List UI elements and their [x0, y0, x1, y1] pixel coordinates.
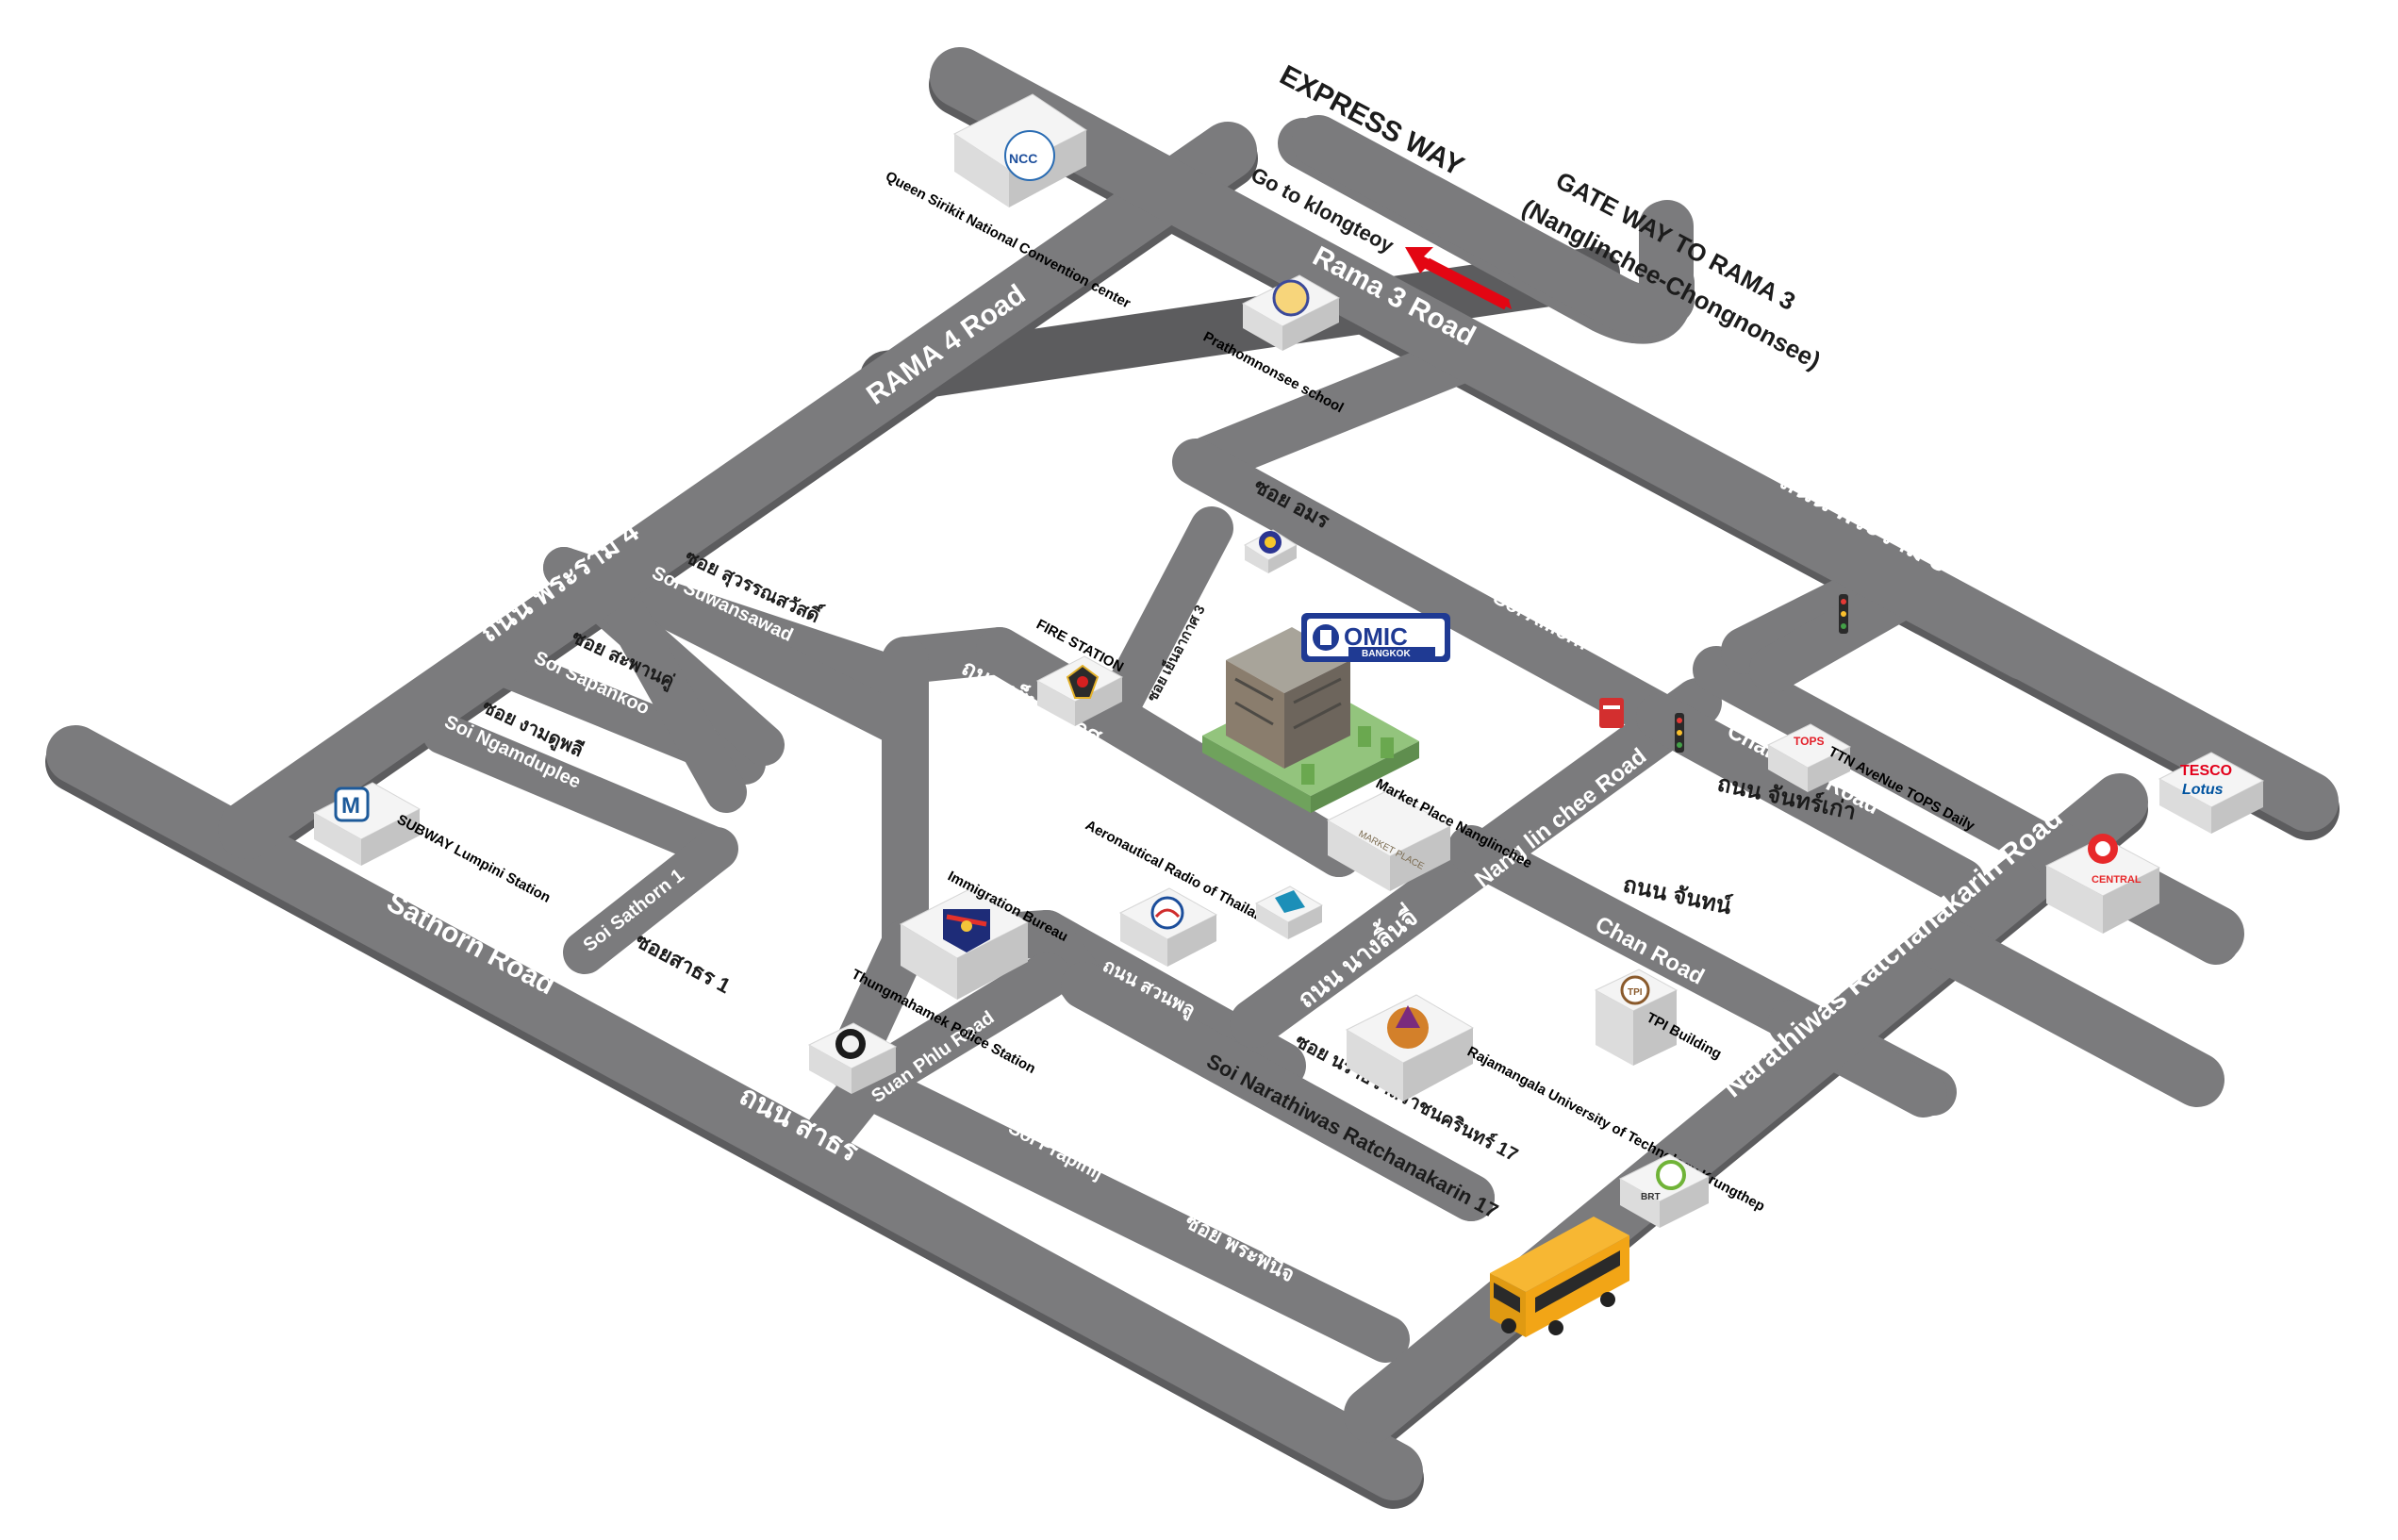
post-box-icon [1599, 698, 1624, 728]
soi-amorn-road [1172, 439, 1683, 740]
omic-subtitle: BANGKOK [1362, 649, 1411, 659]
major-roads [46, 47, 2339, 1500]
soi-nara17-road [1061, 962, 1495, 1221]
omic-logo[interactable]: OMIC BANGKOK [1301, 613, 1450, 662]
brt-landmark[interactable]: BRT [1618, 1153, 1711, 1228]
school-bus-icon [1490, 1217, 1629, 1337]
sathorn1-th-label: ซอยสาธร 1 [632, 928, 735, 998]
chankao-road [1636, 693, 1985, 905]
central-landmark[interactable]: CENTRAL [2044, 834, 2161, 934]
soi-ngamduplee-road [422, 713, 737, 869]
ncc-logo-label: NCC [1009, 151, 1037, 166]
omic-title: OMIC [1344, 622, 1408, 651]
traffic-lights [1599, 594, 1848, 753]
small-landmark [1254, 886, 1324, 939]
traffic-light-icon [1839, 594, 1848, 634]
gateway-road [1292, 115, 1694, 338]
brt-label: BRT [1641, 1192, 1661, 1202]
soi-sathorn1-road [563, 827, 738, 974]
svg-text:M: M [341, 793, 360, 819]
traffic-light-icon [1675, 713, 1684, 753]
subway-label: SUBWAY Lumpini Station [394, 812, 553, 906]
tesco-landmark[interactable]: TESCO Lotus [2158, 752, 2265, 834]
svg-text:TOPS: TOPS [1794, 735, 1824, 748]
svg-text:TPI: TPI [1628, 987, 1643, 998]
rama3-road [930, 47, 2339, 832]
narathiwas-road [1344, 773, 2148, 1443]
tesco-label: TESCO [2180, 763, 2232, 779]
central-label: CENTRAL [2092, 874, 2142, 886]
lotus-label: Lotus [2182, 782, 2224, 798]
sathorn-road [46, 725, 1423, 1500]
soi-yenakas3-road [1091, 506, 1233, 738]
rama4-road [218, 122, 1257, 859]
amorn-badge [1244, 529, 1298, 573]
